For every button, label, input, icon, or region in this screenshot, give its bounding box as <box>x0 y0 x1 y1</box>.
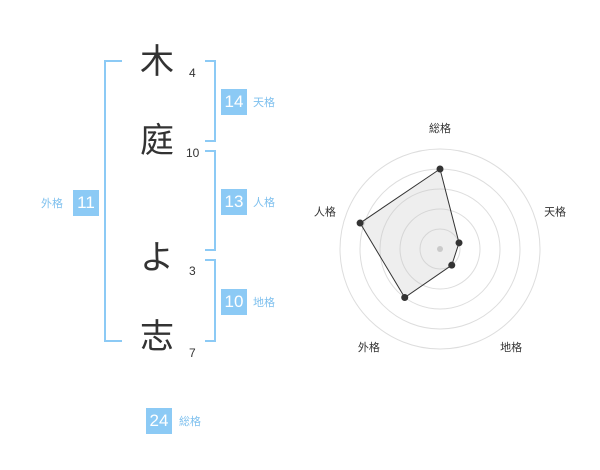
tenkaku-bracket <box>205 60 216 142</box>
chikaku-bracket <box>205 259 216 342</box>
radar-axis-label-5: 人格 <box>314 205 336 219</box>
radar-grid-ring <box>399 208 481 290</box>
radar-point-4 <box>401 294 409 302</box>
jinkaku-value: 13 <box>221 189 247 215</box>
gaikaku-bracket <box>104 60 122 342</box>
jinkaku-bracket <box>205 150 216 251</box>
radar-axis-label-1: 総格 <box>429 121 451 135</box>
stroke-count-3: 3 <box>189 264 196 278</box>
name-char-2: 庭 <box>140 121 174 161</box>
radar-grid-ring <box>419 228 461 270</box>
radar-point-3 <box>448 261 456 269</box>
gaikaku-value: 11 <box>73 190 99 216</box>
gaikaku-label: 外格 <box>41 197 63 210</box>
soukaku-value: 24 <box>146 408 172 434</box>
radar-grid-ring <box>379 188 501 310</box>
chikaku-value: 10 <box>221 289 247 315</box>
tenkaku-value: 14 <box>221 89 247 115</box>
radar-series-area <box>359 168 460 299</box>
stroke-count-4: 7 <box>189 346 196 360</box>
radar-axis-label-4: 外格 <box>358 340 380 354</box>
radar-point-1 <box>436 165 444 173</box>
name-char-3: よ <box>140 238 174 278</box>
stroke-count-1: 4 <box>189 66 196 80</box>
tenkaku-label: 天格 <box>253 96 275 109</box>
radar-point-2 <box>455 239 463 247</box>
radar-axis-label-3: 地格 <box>500 340 522 354</box>
name-char-4: 志 <box>140 317 174 357</box>
stroke-count-2: 10 <box>186 146 200 160</box>
jinkaku-label: 人格 <box>253 196 275 209</box>
chikaku-label: 地格 <box>253 296 275 309</box>
radar-point-5 <box>356 219 364 227</box>
soukaku-label: 総格 <box>179 415 201 428</box>
radar-axis-label-2: 天格 <box>544 205 566 219</box>
radar-grid-ring <box>339 148 541 350</box>
radar-center-dot <box>437 246 443 252</box>
name-char-1: 木 <box>140 42 174 82</box>
